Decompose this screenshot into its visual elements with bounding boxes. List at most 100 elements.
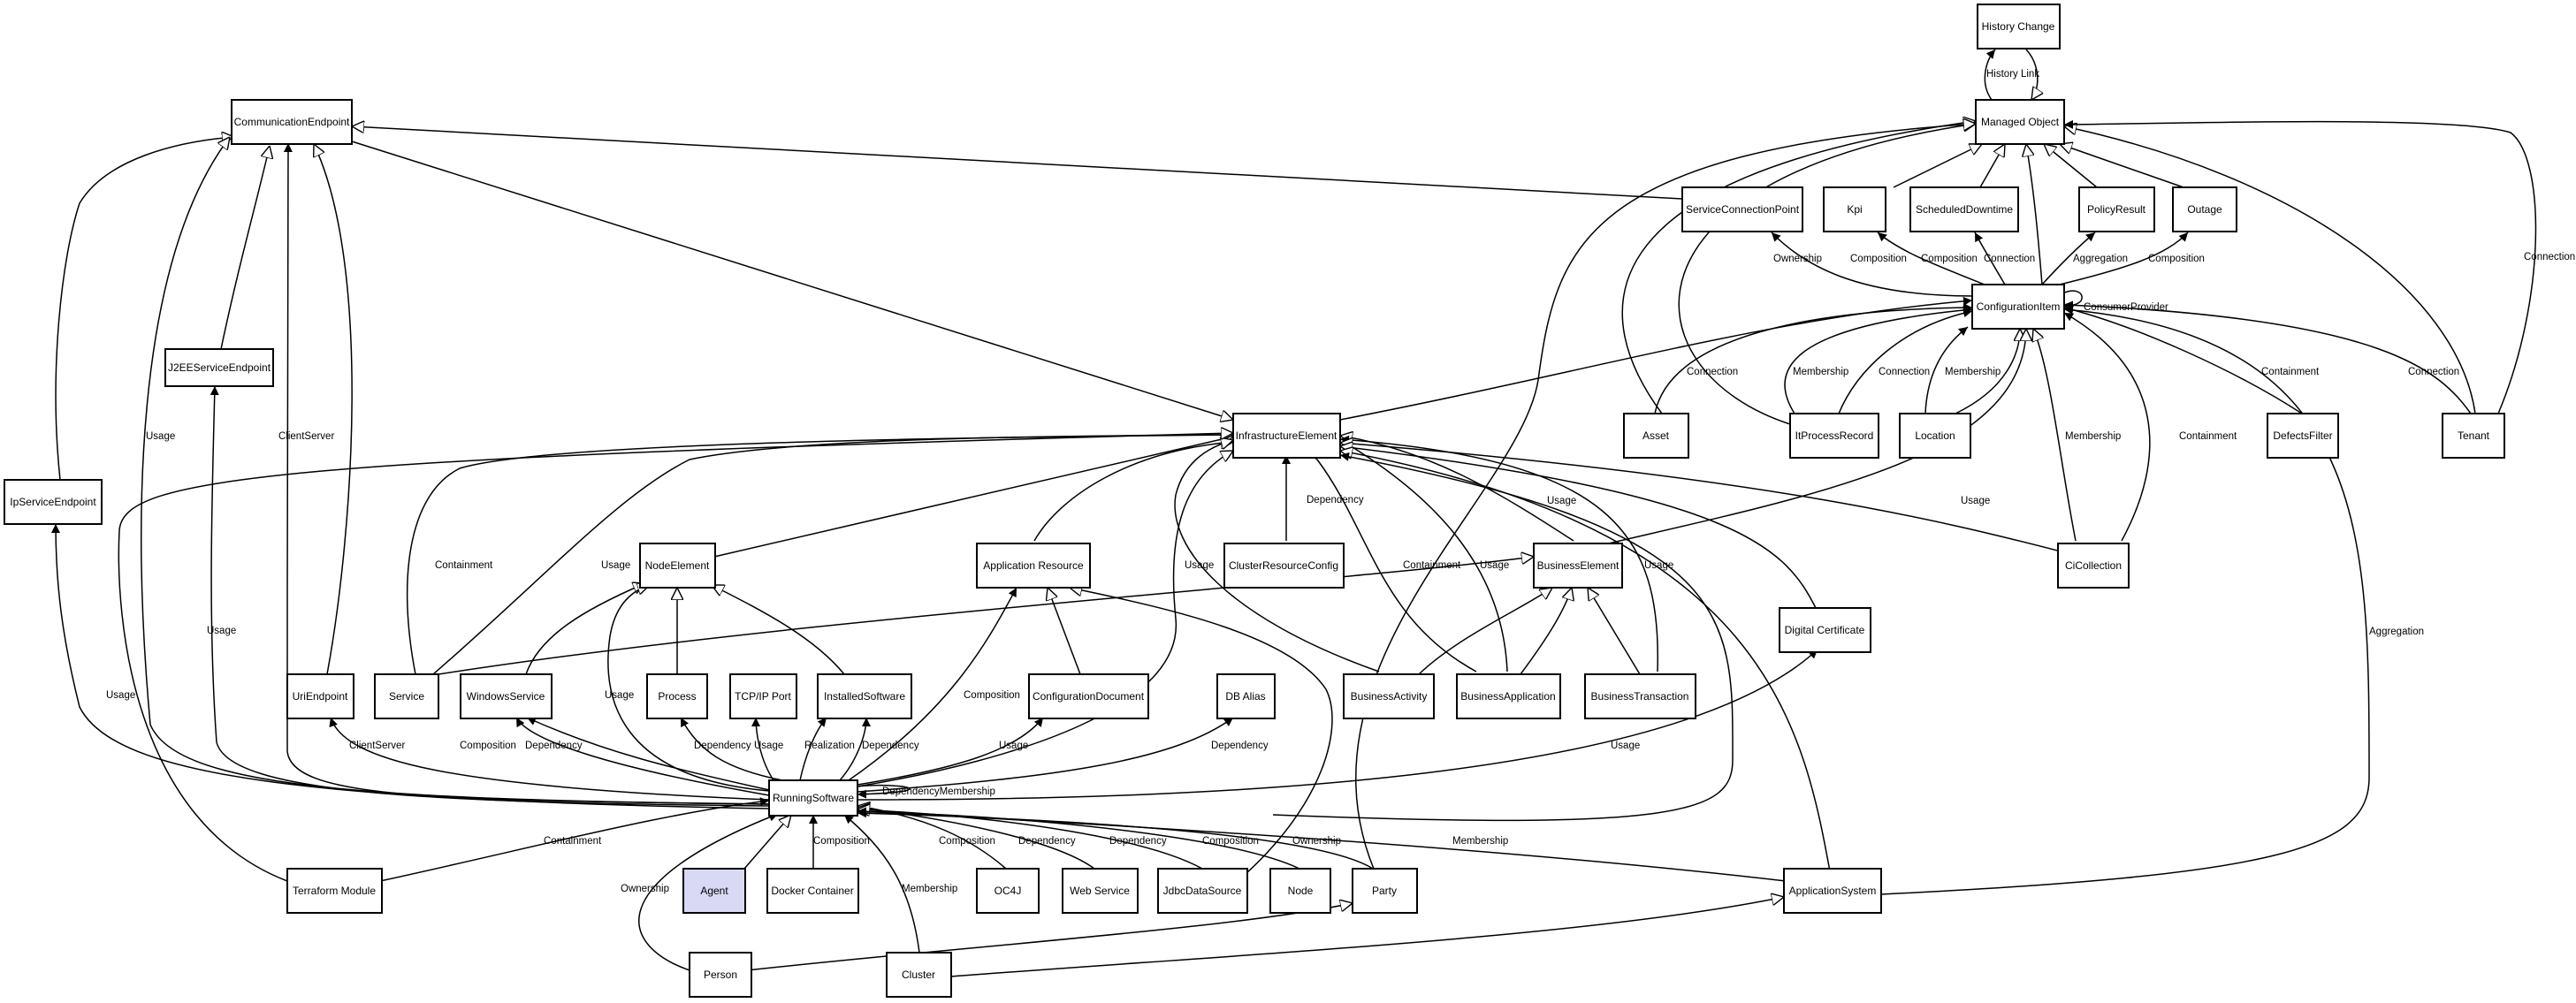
edge-itprocessrecord-managedobject [1678, 124, 1976, 425]
svg-text:Party: Party [1372, 885, 1397, 897]
node-business-application[interactable]: BusinessApplication [1456, 673, 1561, 719]
node-service-connection-point[interactable]: ServiceConnectionPoint [1681, 186, 1803, 232]
node-windows-service[interactable]: WindowsService [460, 673, 553, 719]
edge-asset-connection-ci [1654, 303, 1973, 414]
edge-digitalcertificate-infrastructure [1340, 446, 1818, 611]
edge-usage-tcpip [751, 717, 774, 781]
node-process[interactable]: Process [646, 673, 708, 719]
edge-businessactivity-usage-infrastructure [1174, 440, 1380, 672]
node-tenant[interactable]: Tenant [2442, 413, 2505, 459]
svg-text:JdbcDataSource: JdbcDataSource [1163, 885, 1242, 897]
edge-jdbcdatasource-infrastructure [1272, 452, 1734, 822]
edge-windowsservice-nodeelement [525, 583, 645, 675]
edge-label-containment-terraform: Containment [544, 836, 602, 847]
edge-person-ownership [638, 813, 779, 971]
node-scheduled-downtime[interactable]: ScheduledDowntime [1909, 186, 2019, 232]
node-infrastructure-element[interactable]: InfrastructureElement [1232, 413, 1341, 459]
edge-cicollection-usage-infrastructure [1340, 443, 2065, 553]
edge-label-tenant-connection-mo: Connection [2524, 252, 2575, 262]
node-digital-certificate[interactable]: Digital Certificate [1779, 607, 1871, 653]
node-person[interactable]: Person [689, 952, 752, 998]
node-application-system[interactable]: ApplicationSystem [1783, 868, 1882, 914]
svg-text:Person: Person [704, 969, 737, 981]
svg-text:NodeElement: NodeElement [645, 559, 710, 572]
edge-label-usage-ipservice: Usage [106, 690, 135, 701]
node-ci-collection[interactable]: CiCollection [2057, 543, 2130, 589]
node-history-change[interactable]: History Change [1977, 4, 2061, 49]
svg-text:UriEndpoint: UriEndpoint [293, 690, 348, 703]
node-jdbc-data-source[interactable]: JdbcDataSource [1157, 868, 1248, 914]
node-cluster-resource-config[interactable]: ClusterResourceConfig [1223, 543, 1345, 589]
node-managed-object[interactable]: Managed Object [1975, 99, 2065, 145]
node-uri-endpoint[interactable]: UriEndpoint [286, 673, 354, 719]
edge-terraform-containment [379, 797, 770, 882]
edge-configdocument-appresource [1048, 588, 1081, 675]
node-kpi[interactable]: Kpi [1823, 186, 1886, 232]
node-j2ee-service-endpoint[interactable]: J2EEServiceEndpoint [164, 348, 274, 387]
svg-text:IpServiceEndpoint: IpServiceEndpoint [10, 496, 96, 508]
nodes: History Change Managed Object Communicat… [4, 4, 2505, 998]
node-business-element[interactable]: BusinessElement [1533, 543, 1623, 589]
node-web-service[interactable]: Web Service [1062, 868, 1139, 914]
svg-text:BusinessElement: BusinessElement [1537, 559, 1620, 572]
edge-label-composition-oc4j: Composition [939, 836, 995, 847]
edge-label-dependency-process: Dependency [694, 741, 751, 751]
edge-scp-communicationendpoint [352, 126, 1683, 200]
node-configuration-document[interactable]: ConfigurationDocument [1028, 673, 1149, 719]
edge-label-aggregation-pr: Aggregation [2073, 254, 2128, 264]
node-ip-service-endpoint[interactable]: IpServiceEndpoint [4, 479, 103, 525]
edge-location-membership [1924, 326, 1969, 414]
node-service[interactable]: Service [374, 673, 439, 719]
node-policy-result[interactable]: PolicyResult [2078, 186, 2155, 232]
node-node-element[interactable]: NodeElement [639, 543, 716, 589]
node-business-activity[interactable]: BusinessActivity [1343, 673, 1435, 719]
edge-businessapplication-usage-infrastructure [1343, 441, 1508, 672]
node-party[interactable]: Party [1352, 868, 1418, 914]
svg-text:BusinessTransaction: BusinessTransaction [1591, 690, 1689, 703]
node-cluster[interactable]: Cluster [886, 952, 952, 998]
edge-cicollection-membership [2033, 329, 2077, 542]
edge-label-defects-containment: Containment [2261, 367, 2320, 377]
edge-j2ee-communicationendpoint [220, 146, 270, 350]
node-asset[interactable]: Asset [1623, 413, 1689, 459]
edge-history-link-down [2025, 49, 2038, 100]
node-db-alias[interactable]: DB Alias [1216, 673, 1276, 719]
node-agent[interactable]: Agent [682, 868, 746, 914]
node-installed-software[interactable]: InstalledSoftware [817, 673, 912, 719]
node-communication-endpoint[interactable]: CommunicationEndpoint [231, 99, 353, 145]
node-application-resource[interactable]: Application Resource [976, 543, 1091, 589]
edge-label-usage-ce: Usage [146, 431, 175, 442]
node-tcpip-port[interactable]: TCP/IP Port [729, 673, 797, 719]
edge-label-history-link: History Link [1986, 69, 2039, 80]
edge-label-appsystem-aggregation: Aggregation [2369, 627, 2424, 637]
edge-label-dependency-crc: Dependency [1307, 495, 1364, 505]
edge-businessapplication-containment-infrastructure [1299, 445, 1477, 672]
edge-label-containment-bapp: Containment [1403, 560, 1461, 571]
node-defects-filter[interactable]: DefectsFilter [2267, 413, 2339, 459]
node-terraform-module[interactable]: Terraform Module [286, 868, 383, 914]
node-outage[interactable]: Outage [2172, 186, 2237, 232]
edge-node-composition [857, 807, 1300, 870]
node-node[interactable]: Node [1269, 868, 1331, 914]
edge-label-tenant-connection-ci: Connection [2408, 367, 2459, 377]
svg-text:ServiceConnectionPoint: ServiceConnectionPoint [1686, 203, 1800, 216]
edge-runningsoftware-usage-communicationendpoint [141, 137, 770, 805]
edge-label-usage-service: Usage [601, 560, 630, 571]
node-configuration-item[interactable]: ConfigurationItem [1971, 284, 2065, 330]
node-running-software[interactable]: RunningSoftware [768, 779, 858, 817]
node-location[interactable]: Location [1899, 413, 1971, 459]
edge-label-composition-docker: Composition [813, 836, 870, 847]
node-docker-container[interactable]: Docker Container [766, 868, 859, 914]
edge-label-usage-bapp: Usage [1480, 560, 1509, 571]
edge-label-connection-sd: Connection [1984, 254, 2035, 264]
node-it-process-record[interactable]: ItProcessRecord [1789, 413, 1879, 459]
svg-text:WindowsService: WindowsService [467, 690, 545, 703]
edge-label-location-membership: Membership [1945, 367, 2001, 377]
edge-label-dependency-dbalias: Dependency [1211, 741, 1269, 751]
node-business-transaction[interactable]: BusinessTransaction [1584, 673, 1696, 719]
node-oc4j[interactable]: OC4J [976, 868, 1040, 914]
edge-businessactivity-businesselement [1418, 588, 1552, 675]
edge-label-realization-is: Realization [804, 741, 855, 751]
svg-text:Node: Node [1288, 885, 1314, 897]
